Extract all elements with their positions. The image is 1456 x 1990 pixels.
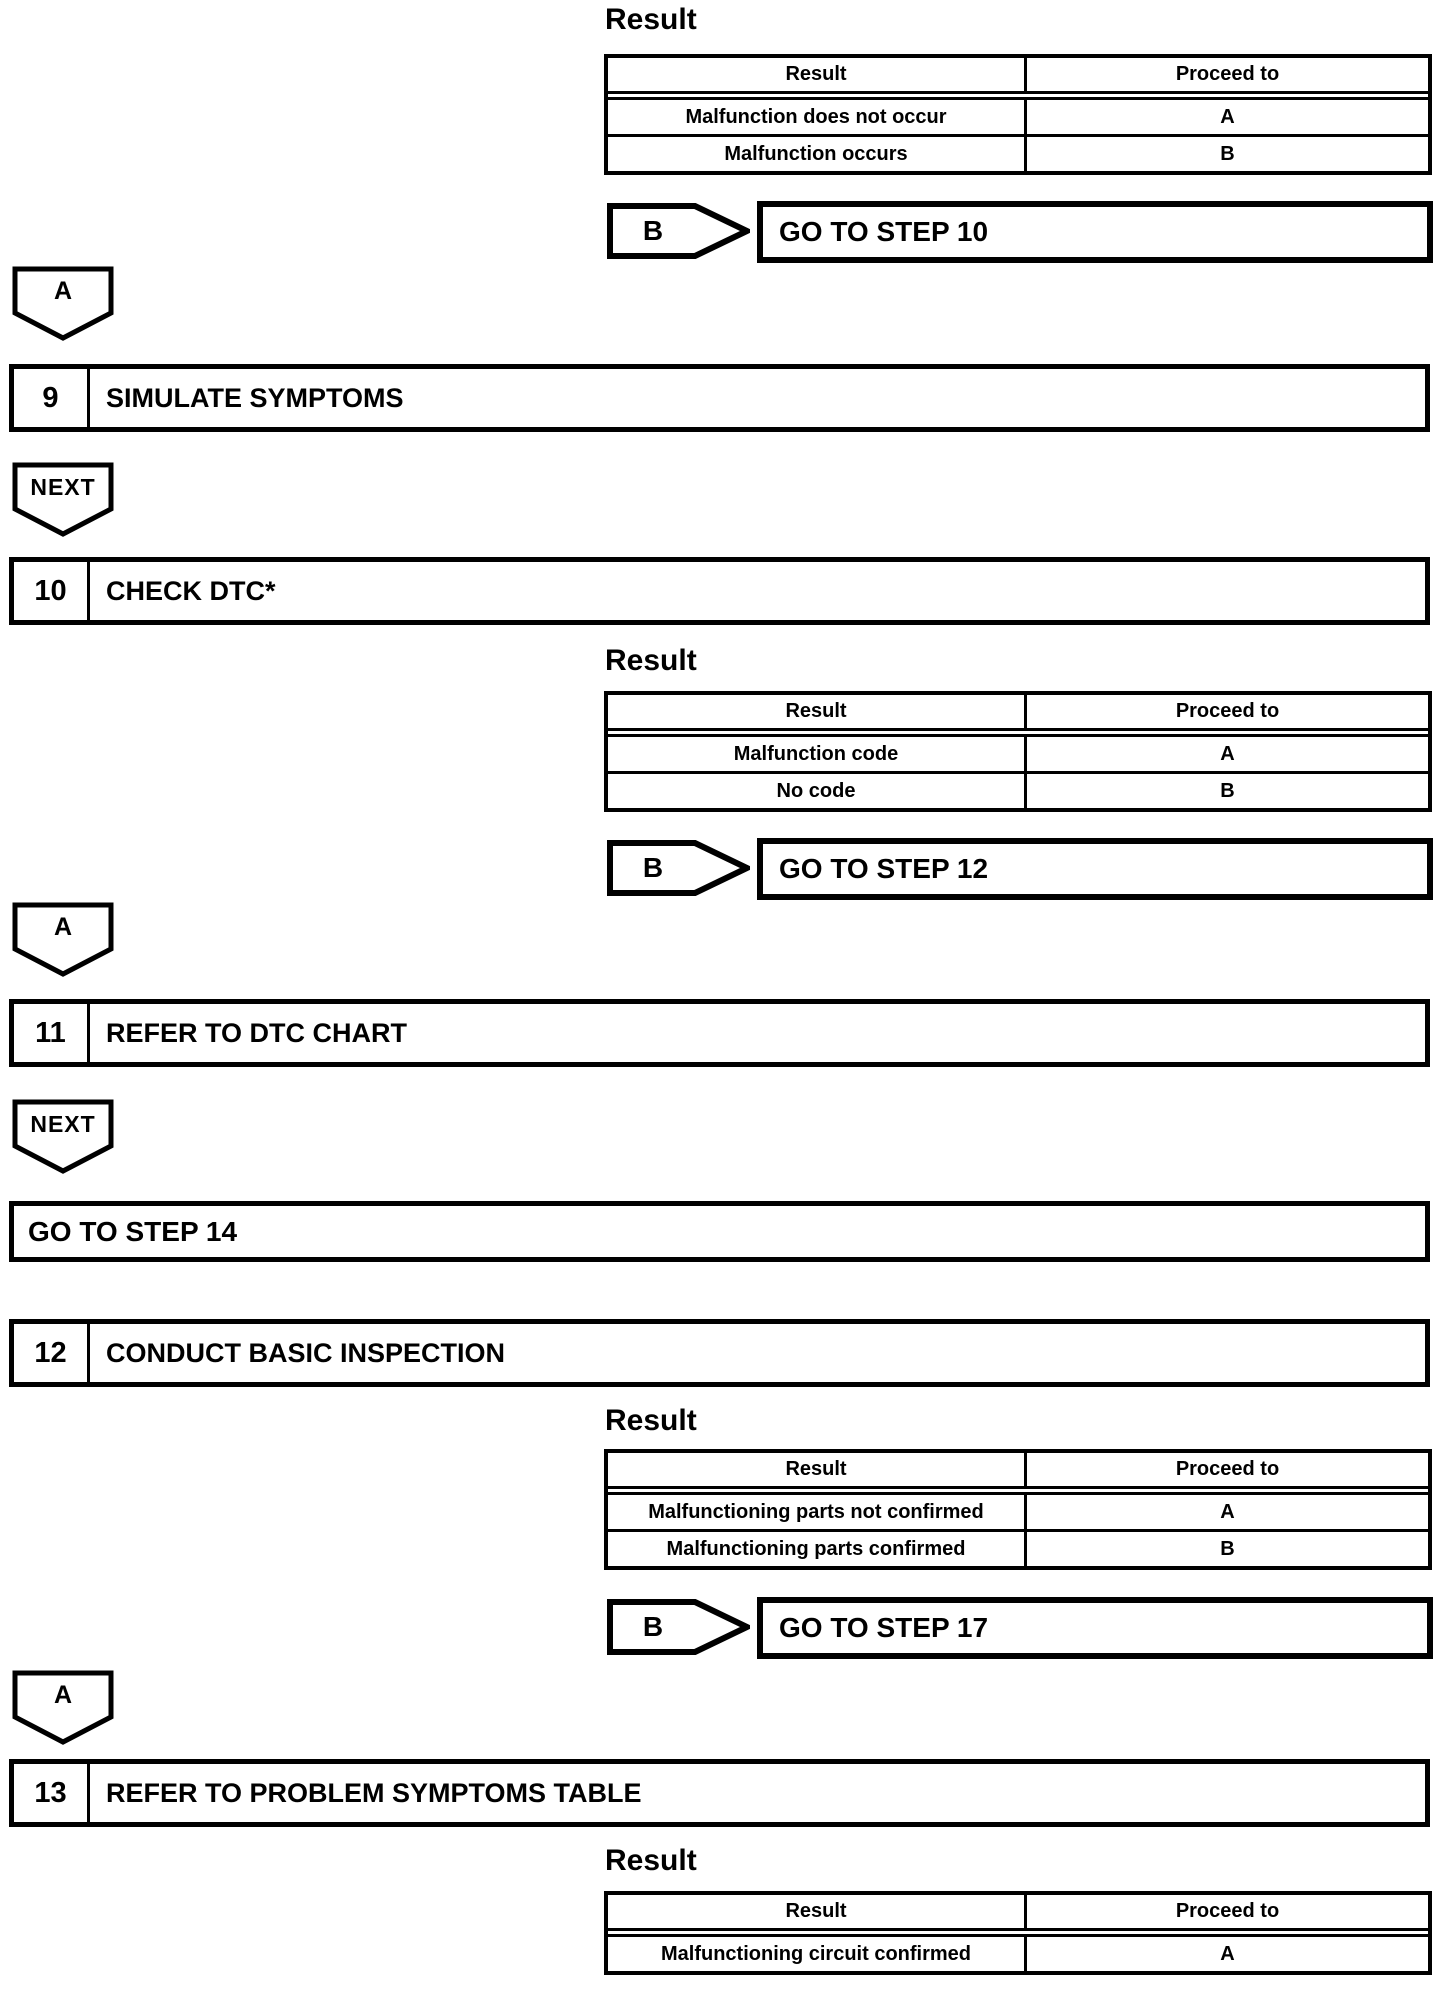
result-cell: Malfunctioning circuit confirmed <box>608 1937 1027 1971</box>
step-10-row: 10 CHECK DTC* <box>9 557 1430 625</box>
table-header-result: Result <box>608 58 1027 91</box>
result-cell: Malfunction occurs <box>608 137 1027 171</box>
result-cell: Malfunction does not occur <box>608 100 1027 134</box>
result-cell: No code <box>608 774 1027 808</box>
goto-step-17-box: GO TO STEP 17 <box>757 1597 1433 1659</box>
branch-badge-label: B <box>642 1611 664 1642</box>
down-pentagon-icon <box>12 1670 114 1745</box>
result-heading: Result <box>605 644 697 677</box>
table-row: Malfunctioning parts not confirmed A <box>608 1495 1428 1529</box>
branch-badge-label: B <box>642 215 664 246</box>
proceed-cell: A <box>1220 1942 1235 1965</box>
result-table-4: Result Proceed to Malfunctioning circuit… <box>604 1891 1432 1975</box>
step-number: 10 <box>14 562 90 620</box>
table-header-row: Result Proceed to <box>608 1453 1428 1495</box>
table-header-proceed: Proceed to <box>1175 700 1280 722</box>
table-row: Malfunctioning parts confirmed B <box>608 1529 1428 1566</box>
step-9-row: 9 SIMULATE SYMPTOMS <box>9 364 1430 432</box>
table-header-proceed: Proceed to <box>1175 63 1280 85</box>
down-pentagon-icon <box>12 266 114 341</box>
table-header-result: Result <box>608 1895 1027 1928</box>
connector-a: A <box>12 1670 114 1745</box>
goto-step-14-box: GO TO STEP 14 <box>9 1201 1430 1262</box>
down-pentagon-icon <box>12 462 114 537</box>
down-pentagon-icon <box>12 902 114 977</box>
connector-label: A <box>53 912 73 941</box>
table-row: No code B <box>608 771 1428 808</box>
step-title: SIMULATE SYMPTOMS <box>106 382 404 413</box>
result-table-1: Result Proceed to Malfunction does not o… <box>604 54 1432 175</box>
goto-step-12-box: GO TO STEP 12 <box>757 838 1433 900</box>
table-row: Malfunctioning circuit confirmed A <box>608 1937 1428 1971</box>
proceed-cell: A <box>1220 105 1235 128</box>
result-heading: Result <box>605 1404 697 1437</box>
down-pentagon-icon <box>12 1099 114 1174</box>
proceed-cell: A <box>1220 742 1235 765</box>
proceed-cell: B <box>1220 779 1235 802</box>
table-header-row: Result Proceed to <box>608 58 1428 100</box>
step-13-row: 13 REFER TO PROBLEM SYMPTOMS TABLE <box>9 1759 1430 1827</box>
proceed-cell: A <box>1220 1500 1235 1523</box>
connector-label: NEXT <box>30 473 96 500</box>
table-header-row: Result Proceed to <box>608 1895 1428 1937</box>
proceed-cell: B <box>1220 142 1235 165</box>
right-arrow-pentagon-icon <box>607 1599 750 1655</box>
connector-next: NEXT <box>12 462 114 537</box>
step-number: 12 <box>14 1324 90 1382</box>
result-table-3: Result Proceed to Malfunctioning parts n… <box>604 1449 1432 1570</box>
step-number: 9 <box>14 369 90 427</box>
table-header-result: Result <box>608 695 1027 728</box>
step-12-row: 12 CONDUCT BASIC INSPECTION <box>9 1319 1430 1387</box>
connector-next: NEXT <box>12 1099 114 1174</box>
branch-b-arrow: B <box>607 203 750 259</box>
step-number: 11 <box>14 1004 90 1062</box>
table-header-result: Result <box>608 1453 1027 1486</box>
table-row: Malfunction does not occur A <box>608 100 1428 134</box>
branch-b-arrow: B <box>607 840 750 896</box>
result-cell: Malfunctioning parts not confirmed <box>608 1495 1027 1529</box>
table-header-proceed: Proceed to <box>1175 1458 1280 1480</box>
result-table-2: Result Proceed to Malfunction code A No … <box>604 691 1432 812</box>
goto-step-10-box: GO TO STEP 10 <box>757 201 1433 263</box>
branch-badge-label: B <box>642 852 664 883</box>
step-title: REFER TO PROBLEM SYMPTOMS TABLE <box>106 1777 642 1808</box>
connector-label: A <box>53 276 73 305</box>
right-arrow-pentagon-icon <box>607 840 750 896</box>
table-row: Malfunction occurs B <box>608 134 1428 171</box>
branch-b-arrow: B <box>607 1599 750 1655</box>
step-title: CHECK DTC* <box>106 575 276 606</box>
table-header-row: Result Proceed to <box>608 695 1428 737</box>
right-arrow-pentagon-icon <box>607 203 750 259</box>
connector-a: A <box>12 902 114 977</box>
result-heading: Result <box>605 1844 697 1877</box>
result-heading: Result <box>605 3 697 36</box>
proceed-cell: B <box>1220 1537 1235 1560</box>
step-11-row: 11 REFER TO DTC CHART <box>9 999 1430 1067</box>
connector-label: NEXT <box>30 1110 96 1137</box>
step-title: REFER TO DTC CHART <box>106 1017 407 1048</box>
table-row: Malfunction code A <box>608 737 1428 771</box>
connector-a: A <box>12 266 114 341</box>
step-number: 13 <box>14 1764 90 1822</box>
connector-label: A <box>53 1680 73 1709</box>
table-header-proceed: Proceed to <box>1175 1900 1280 1922</box>
result-cell: Malfunctioning parts confirmed <box>608 1532 1027 1566</box>
result-cell: Malfunction code <box>608 737 1027 771</box>
step-title: CONDUCT BASIC INSPECTION <box>106 1337 506 1368</box>
